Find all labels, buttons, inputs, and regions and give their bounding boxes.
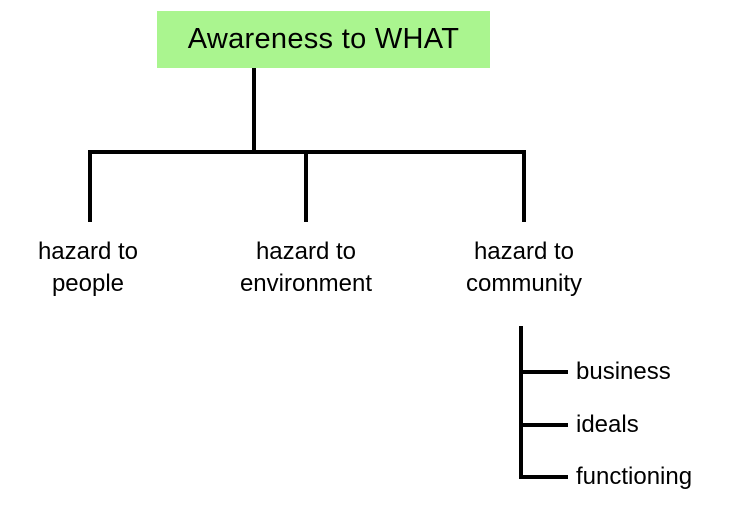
node-hazard-to-environment: hazard to environment bbox=[206, 236, 406, 300]
connector-stub-ideals bbox=[519, 423, 568, 427]
node-business: business bbox=[576, 358, 671, 385]
node-hazard-to-environment-line1: hazard to bbox=[255, 238, 357, 265]
node-hazard-to-environment-line2: environment bbox=[239, 270, 373, 297]
node-functioning: functioning bbox=[576, 463, 693, 490]
connector-branch-environment bbox=[304, 150, 308, 222]
node-hazard-to-people: hazard to people bbox=[0, 236, 188, 300]
node-hazard-to-people-line2: people bbox=[51, 270, 125, 297]
root-node-awareness-to-what: Awareness to WHAT bbox=[157, 11, 490, 68]
connector-stub-functioning bbox=[519, 475, 568, 479]
node-hazard-to-community-line1: hazard to bbox=[473, 238, 575, 265]
connector-branch-people bbox=[88, 150, 92, 222]
node-hazard-to-community-line2: community bbox=[465, 270, 583, 297]
node-hazard-to-community: hazard to community bbox=[424, 236, 624, 300]
node-ideals: ideals bbox=[576, 411, 639, 438]
node-hazard-to-people-line1: hazard to bbox=[37, 238, 139, 265]
connector-branch-community bbox=[522, 150, 526, 222]
connector-stub-business bbox=[519, 370, 568, 374]
connector-subtree-spine bbox=[519, 326, 523, 479]
connector-root-trunk bbox=[252, 68, 256, 154]
root-node-label: Awareness to WHAT bbox=[187, 23, 460, 55]
